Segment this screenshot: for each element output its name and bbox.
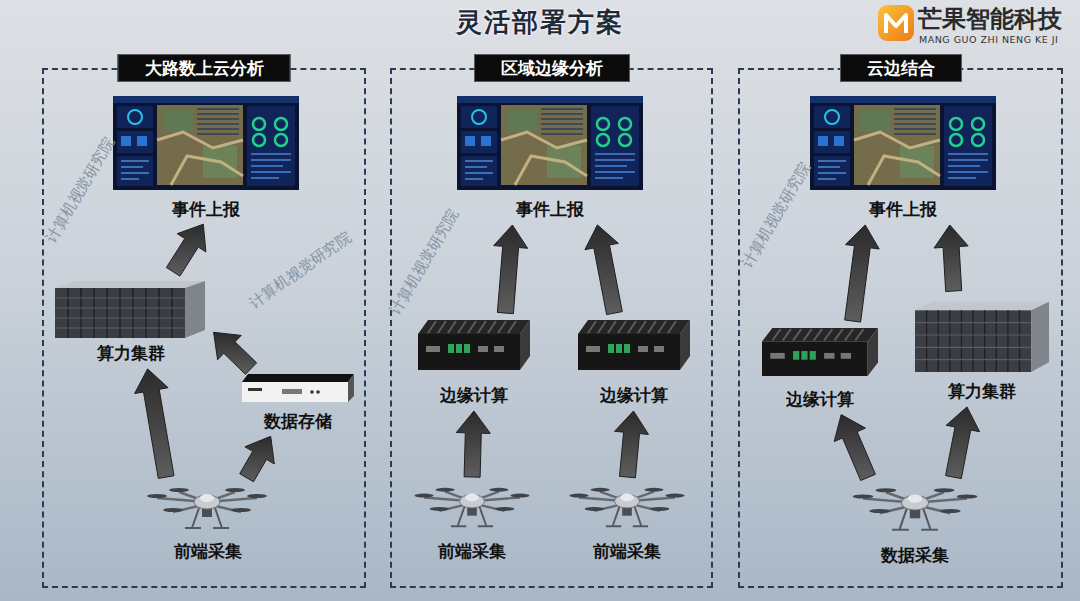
node-label: 前端采集 bbox=[438, 540, 506, 562]
block-arrow bbox=[240, 436, 275, 481]
block-arrow bbox=[946, 407, 980, 479]
edge-node: 边缘计算 bbox=[412, 318, 536, 406]
block-arrow bbox=[494, 225, 528, 314]
drone bbox=[414, 488, 529, 526]
company-name: 芒果智能科技 bbox=[918, 5, 1062, 33]
block-arrow bbox=[934, 225, 968, 292]
edge-device bbox=[418, 320, 530, 370]
node-label: 前端采集 bbox=[593, 540, 661, 562]
node-label: 事件上报 bbox=[869, 198, 937, 220]
drone-node: 数据采集 bbox=[840, 482, 990, 566]
deploy-panel: 区域边缘分析事件上报边缘计算边缘计算前端采集前端采集 bbox=[390, 68, 713, 588]
cluster-node: 算力集群 bbox=[52, 276, 210, 364]
deploy-panel: 云边结合事件上报边缘计算算力集群数据采集 bbox=[738, 68, 1063, 588]
block-arrow bbox=[135, 369, 174, 479]
edge-device bbox=[578, 320, 690, 370]
watermark: 计算机视觉研究院 bbox=[386, 206, 462, 319]
block-arrow bbox=[456, 411, 490, 477]
server-cluster bbox=[915, 302, 1049, 372]
edge-node: 边缘计算 bbox=[572, 318, 696, 406]
panel-heading: 区域边缘分析 bbox=[474, 54, 630, 82]
block-arrow bbox=[585, 225, 622, 315]
screen-node: 事件上报 bbox=[113, 96, 299, 220]
drone-node: 前端采集 bbox=[126, 482, 290, 562]
node-label: 事件上报 bbox=[172, 198, 240, 220]
edge-device bbox=[762, 328, 878, 376]
panel-heading: 云边结合 bbox=[840, 54, 962, 82]
watermark: 计算机视觉研究院 bbox=[42, 134, 118, 247]
block-arrow bbox=[615, 411, 649, 478]
node-label: 算力集群 bbox=[97, 342, 165, 364]
edge-node: 边缘计算 bbox=[756, 326, 884, 410]
block-arrow bbox=[834, 415, 875, 481]
node-label: 数据存储 bbox=[264, 410, 332, 432]
logo-mark bbox=[886, 15, 906, 33]
block-arrow bbox=[214, 332, 257, 374]
deploy-panel: 大路数上云分析事件上报算力集群数据存储前端采集 bbox=[42, 68, 366, 588]
drone-node: 前端采集 bbox=[560, 482, 694, 562]
screen-node: 事件上报 bbox=[457, 96, 643, 220]
screen-node: 事件上报 bbox=[810, 96, 996, 220]
drone bbox=[569, 488, 684, 526]
dashboard-screen bbox=[113, 96, 299, 190]
logo-icon bbox=[878, 5, 914, 41]
drone bbox=[853, 488, 978, 530]
node-label: 边缘计算 bbox=[440, 384, 508, 406]
node-label: 边缘计算 bbox=[786, 388, 854, 410]
node-label: 事件上报 bbox=[516, 198, 584, 220]
block-arrow bbox=[166, 224, 206, 276]
dashboard-screen bbox=[457, 96, 643, 190]
node-label: 数据采集 bbox=[881, 544, 949, 566]
cluster-node: 算力集群 bbox=[912, 296, 1052, 402]
watermark: 计算机视觉研究院 bbox=[738, 159, 814, 272]
storage-device bbox=[242, 374, 354, 402]
drone-node: 前端采集 bbox=[405, 482, 539, 562]
server-cluster bbox=[55, 281, 205, 338]
node-label: 算力集群 bbox=[948, 380, 1016, 402]
drone bbox=[147, 488, 267, 528]
block-arrow bbox=[845, 225, 880, 322]
node-label: 边缘计算 bbox=[600, 384, 668, 406]
panel-heading: 大路数上云分析 bbox=[118, 54, 291, 82]
logo-square bbox=[878, 5, 914, 41]
dashboard-screen bbox=[810, 96, 996, 190]
node-label: 前端采集 bbox=[174, 540, 242, 562]
company-pinyin: MANG GUO ZHI NENG KE JI bbox=[919, 34, 1058, 46]
watermark: 计算机视觉研究院 bbox=[246, 228, 355, 312]
storage-node: 数据存储 bbox=[236, 372, 360, 432]
